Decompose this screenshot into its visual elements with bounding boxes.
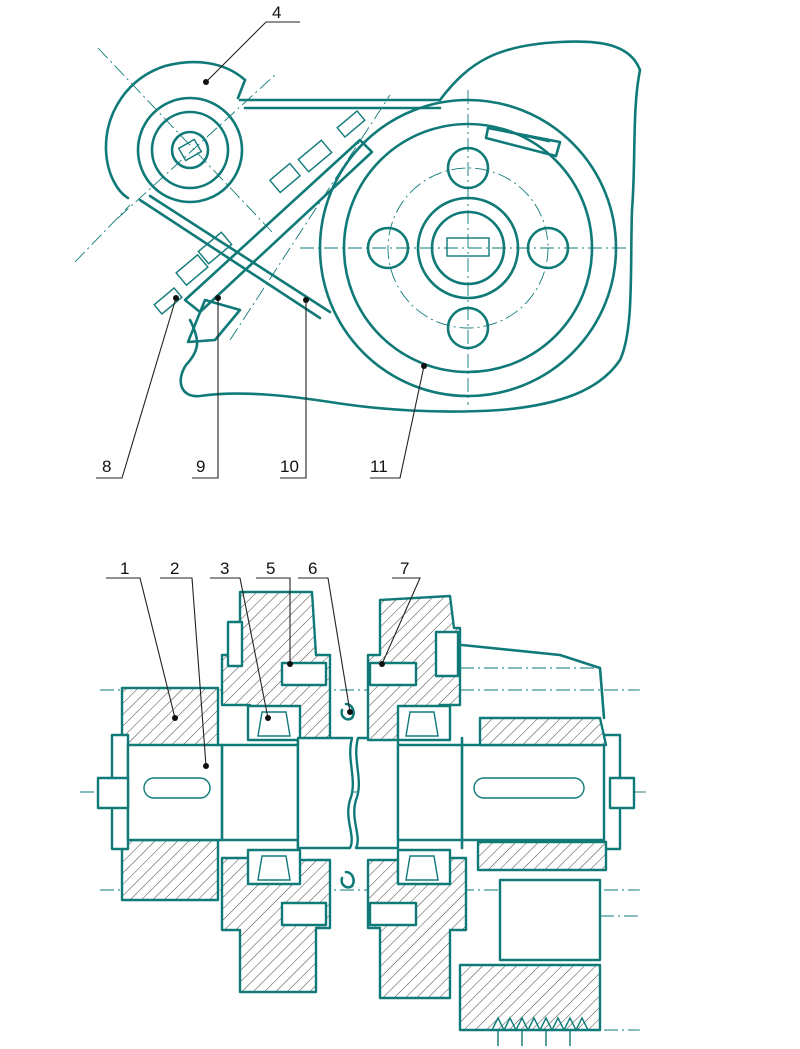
pulley-guard <box>104 60 247 200</box>
small-pulley <box>74 47 276 263</box>
left-pulley-hub-bottom <box>120 838 220 902</box>
callout-11: 11 <box>370 457 388 476</box>
section-view: 1 2 3 5 6 7 <box>80 559 650 1046</box>
right-pulley-bottom <box>458 963 602 1032</box>
top-view: 4 8 9 10 11 <box>74 3 642 479</box>
tensioner-bracket <box>153 94 391 344</box>
rotation-arrow-frame <box>484 126 562 158</box>
callout-6: 6 <box>308 559 317 578</box>
callout-10: 10 <box>280 457 299 476</box>
callout-8: 8 <box>102 457 111 476</box>
bearing-3 <box>246 704 302 742</box>
housing-outline <box>179 40 642 413</box>
callout-5: 5 <box>266 559 275 578</box>
callout-7: 7 <box>400 559 409 578</box>
shaft-right <box>396 743 610 842</box>
callout-3: 3 <box>220 559 229 578</box>
section-leaders <box>106 577 421 769</box>
grease-nipple-6 <box>340 702 355 721</box>
large-pulley <box>300 90 632 405</box>
callout-2: 2 <box>170 559 179 578</box>
bolt-5 <box>280 661 328 687</box>
callout-1: 1 <box>120 559 129 578</box>
arrow-icon <box>497 129 551 143</box>
right-pulley-top <box>478 716 608 747</box>
bolt-7 <box>368 661 418 687</box>
callout-4: 4 <box>272 3 281 22</box>
callout-9: 9 <box>196 457 205 476</box>
top-leaders <box>96 21 427 479</box>
